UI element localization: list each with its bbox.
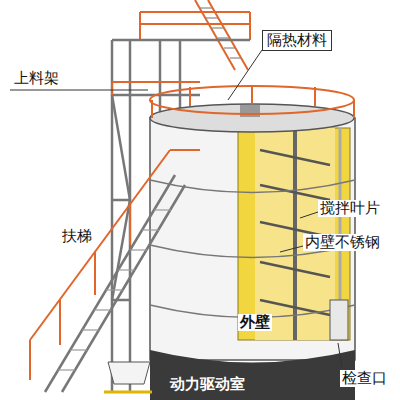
part-label: 检查口 <box>340 370 389 387</box>
part-label: 上料架 <box>12 70 61 87</box>
part-label: 外壁 <box>238 314 272 331</box>
part-label: 搅拌叶片 <box>318 200 382 217</box>
part-label: 内壁不锈钢 <box>303 234 382 251</box>
part-label: 扶梯 <box>60 228 94 245</box>
part-label: 隔热材料 <box>262 30 332 51</box>
part-label: 动力驱动室 <box>168 376 247 393</box>
